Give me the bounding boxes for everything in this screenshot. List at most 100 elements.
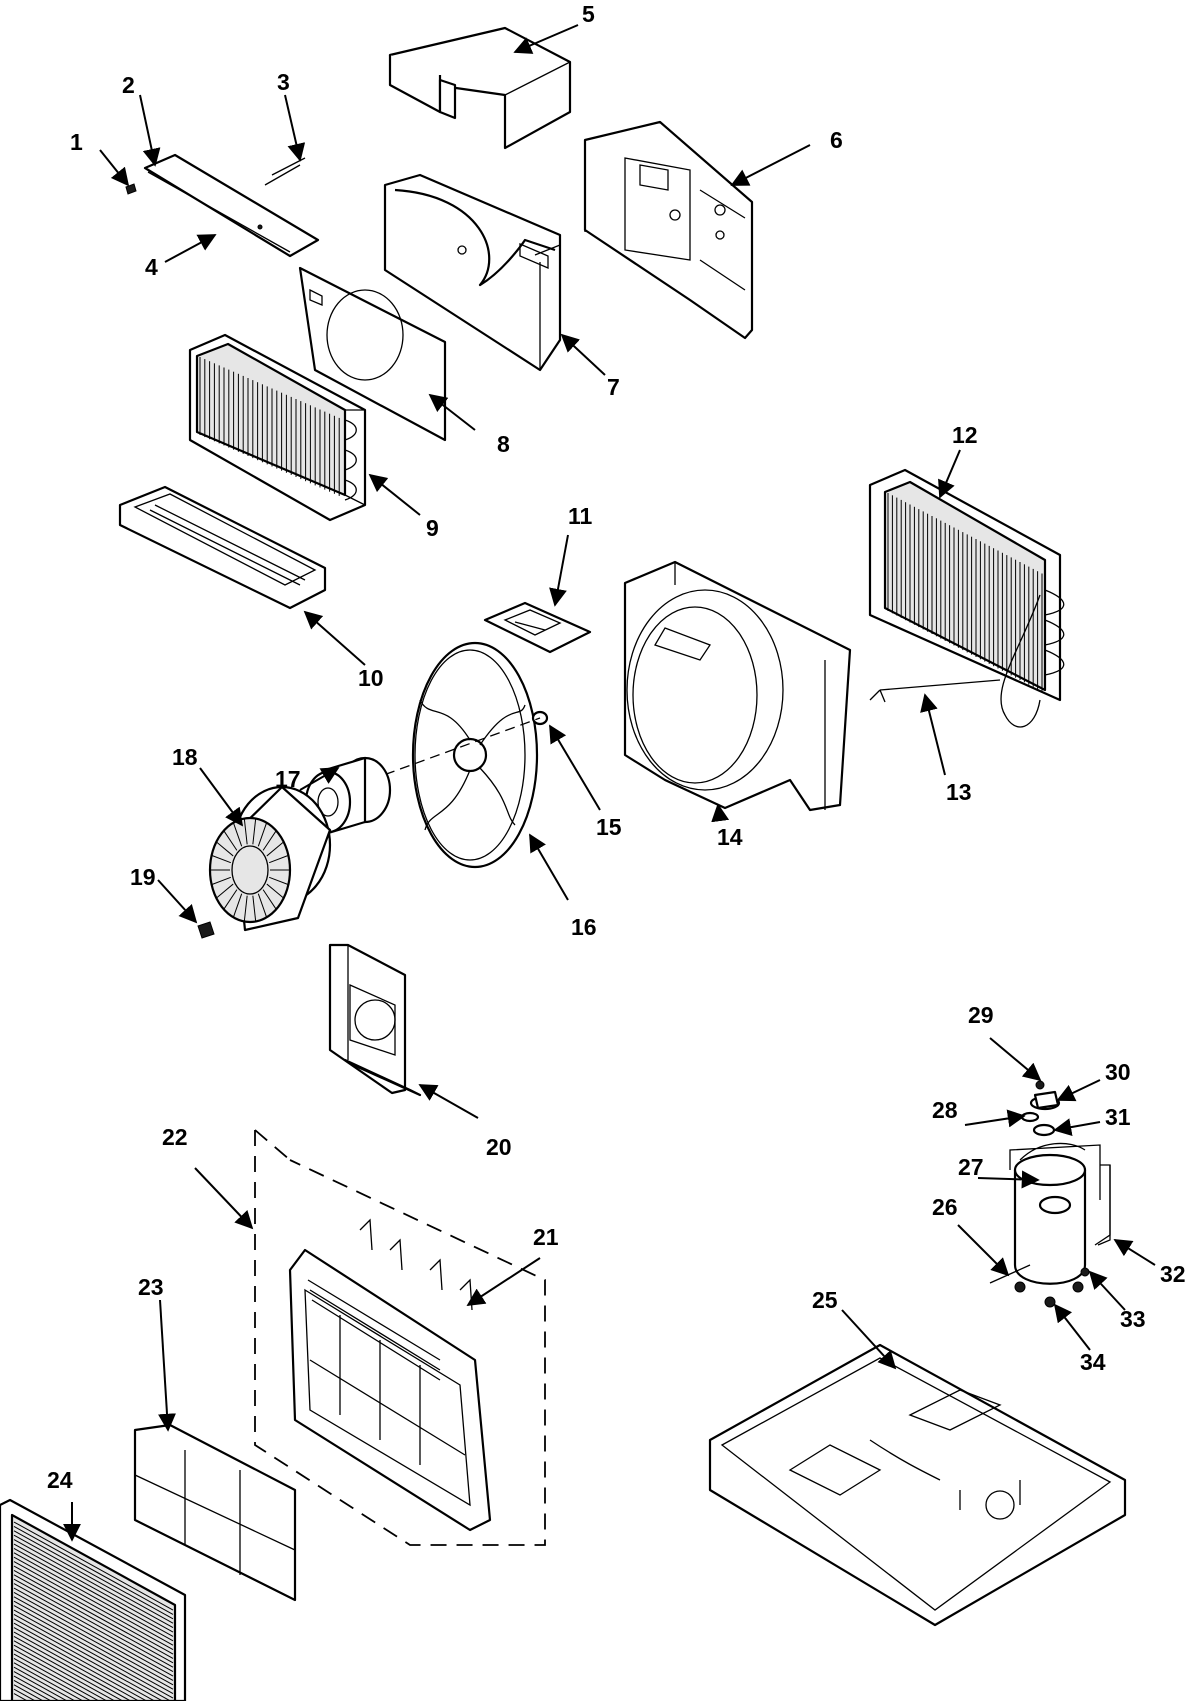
fin-line — [13, 1521, 174, 1611]
callout-33: 33 — [1120, 1306, 1146, 1332]
callout-9: 9 — [426, 515, 439, 541]
callout-19: 19 — [130, 864, 156, 890]
callout-32: 32 — [1160, 1261, 1186, 1287]
part-32-tube — [1097, 1165, 1111, 1246]
callout-10: 10 — [358, 665, 384, 691]
fin-line — [252, 818, 257, 845]
callout-20: 20 — [486, 1134, 512, 1160]
callout-27: 27 — [958, 1154, 984, 1180]
part-23-filter — [133, 1423, 297, 1602]
fin-line — [211, 854, 231, 864]
callout-14: 14 — [717, 824, 743, 850]
fin-line — [13, 1653, 100, 1701]
callout-2: 2 — [122, 72, 135, 98]
fin-line — [216, 841, 234, 857]
fin-line — [13, 1543, 174, 1633]
callout-5: 5 — [582, 1, 595, 27]
part-25-base-pan — [708, 1343, 1127, 1627]
fin-line — [262, 830, 277, 851]
part-1-screw — [125, 183, 137, 195]
fin-line — [13, 1671, 69, 1701]
callout-7: 7 — [607, 374, 620, 400]
fin-line — [13, 1539, 174, 1629]
fin-line — [13, 1591, 174, 1681]
part-11-bracket — [483, 601, 592, 654]
part-26-tube — [989, 1264, 1031, 1284]
part-22-front-assembly-group — [254, 1129, 546, 1546]
fin-line — [13, 1644, 116, 1701]
fin-line — [13, 1613, 172, 1701]
callout-26: 26 — [932, 1194, 958, 1220]
fin-line — [266, 883, 284, 899]
fin-line — [257, 893, 268, 918]
part-24-front-grille — [0, 1498, 187, 1701]
fin-line — [257, 822, 268, 847]
callout-29: 29 — [968, 1002, 994, 1028]
fin-line — [13, 1618, 164, 1701]
callout-13: 13 — [946, 779, 972, 805]
fin-line — [13, 1622, 156, 1701]
fin-line — [13, 1583, 174, 1673]
callout-28: 28 — [932, 1097, 958, 1123]
fin-line — [13, 1525, 174, 1615]
fin-line — [13, 1666, 77, 1701]
fin-line — [211, 876, 231, 886]
fin-line — [269, 876, 289, 886]
fin-line — [216, 883, 234, 899]
fin-line — [266, 841, 284, 857]
callout-17: 17 — [275, 766, 301, 792]
part-3-wire — [264, 157, 306, 186]
callout-34: 34 — [1080, 1349, 1106, 1375]
callout-3: 3 — [277, 69, 290, 95]
part-20-motor-bracket — [328, 943, 422, 1097]
part-18-blower-wheel — [208, 785, 332, 932]
callout-30: 30 — [1105, 1059, 1131, 1085]
part-28-31-terminal-parts — [1020, 1080, 1061, 1137]
part-8-orifice-plate — [298, 266, 447, 442]
fin-line — [243, 818, 248, 845]
fin-line — [13, 1657, 93, 1701]
part-6-back-panel — [583, 120, 754, 340]
callout-1: 1 — [70, 129, 83, 155]
callout-25: 25 — [812, 1287, 838, 1313]
leader-lines — [63, 24, 1156, 1542]
fin-line — [13, 1631, 140, 1701]
fin-line — [269, 854, 289, 864]
fin-line — [13, 1684, 45, 1701]
part-2-4-control-bracket — [143, 153, 320, 258]
part-13-tube — [869, 679, 1001, 703]
fin-line — [13, 1547, 174, 1637]
fin-line — [232, 822, 243, 847]
callout-16: 16 — [571, 914, 597, 940]
fin-line — [13, 1565, 174, 1655]
part-12-condenser-coil — [868, 468, 1065, 728]
fin-line — [13, 1635, 132, 1701]
part-10-drain-pan — [118, 485, 327, 610]
callout-24: 24 — [47, 1467, 73, 1493]
part-34-mounts — [1014, 1267, 1090, 1308]
callout-15: 15 — [596, 814, 622, 840]
fin-line — [223, 889, 238, 910]
callout-18: 18 — [172, 744, 198, 770]
part-27-compressor — [1009, 1142, 1111, 1285]
fin-line — [13, 1556, 174, 1646]
callout-4: 4 — [145, 254, 158, 280]
fin-line — [13, 1605, 174, 1695]
callout-6: 6 — [830, 127, 843, 153]
part-5-top-cover — [388, 26, 572, 150]
fin-line — [13, 1534, 174, 1624]
fin-line — [13, 1600, 174, 1690]
callout-22: 22 — [162, 1124, 188, 1150]
fin-line — [13, 1530, 174, 1620]
callout-labels: 1 2 3 4 5 6 7 8 9 10 11 12 13 14 15 16 1… — [47, 1, 1186, 1493]
callout-21: 21 — [533, 1224, 559, 1250]
fin-line — [13, 1569, 174, 1659]
part-21-front-frame — [288, 1218, 492, 1532]
fin-line — [232, 893, 243, 918]
part-16-fan-blade — [411, 641, 539, 869]
part-7-scroll-housing — [383, 173, 562, 372]
callout-11: 11 — [568, 503, 593, 529]
fin-line — [13, 1552, 174, 1642]
fin-line — [13, 1649, 108, 1701]
